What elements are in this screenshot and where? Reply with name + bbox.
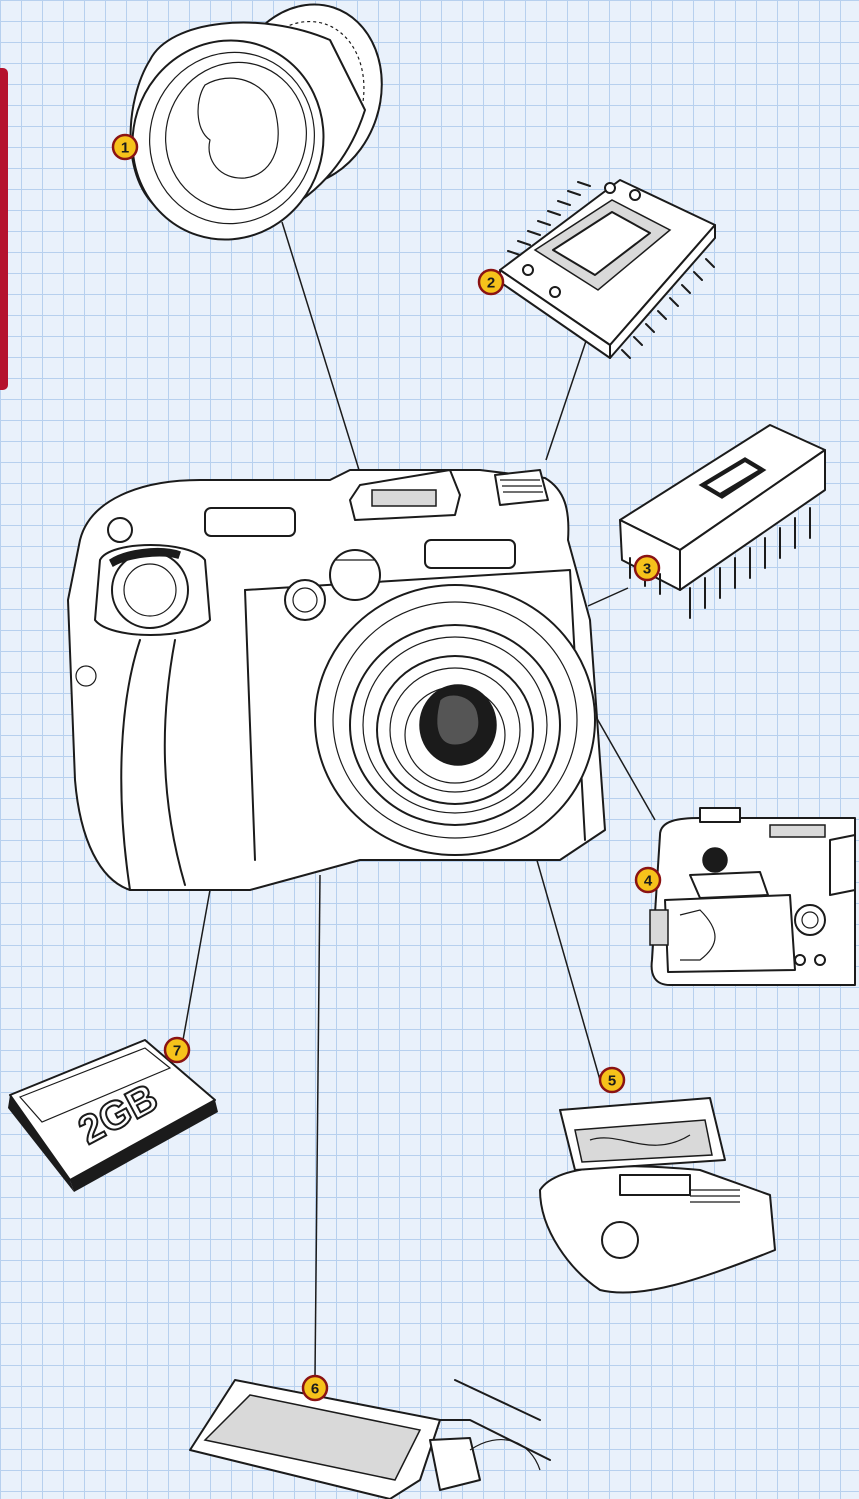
callout-3-number: 3 bbox=[643, 561, 651, 578]
image-sensor-component bbox=[500, 180, 715, 358]
memory-card-component: 2GB bbox=[8, 1040, 218, 1192]
leader-line-3 bbox=[588, 588, 628, 606]
callout-5: 5 bbox=[600, 1068, 624, 1092]
lens-component bbox=[107, 0, 405, 264]
callout-1: 1 bbox=[113, 135, 137, 159]
callout-3: 3 bbox=[635, 556, 659, 580]
leader-line-6 bbox=[315, 875, 320, 1375]
callout-7: 7 bbox=[165, 1038, 189, 1062]
camera-lens-barrel bbox=[315, 585, 595, 855]
callout-6-number: 6 bbox=[311, 1381, 319, 1398]
leader-line-7 bbox=[183, 890, 210, 1040]
callout-4: 4 bbox=[636, 868, 660, 892]
callout-7-number: 7 bbox=[173, 1043, 181, 1060]
callout-5-number: 5 bbox=[608, 1073, 616, 1090]
battery-compartment-component bbox=[650, 808, 855, 985]
callout-4-number: 4 bbox=[644, 873, 653, 890]
callout-2: 2 bbox=[479, 270, 503, 294]
callout-1-number: 1 bbox=[121, 140, 129, 157]
lcd-screen-component bbox=[190, 1380, 550, 1499]
flash-component bbox=[540, 1098, 775, 1293]
callout-2-number: 2 bbox=[487, 275, 495, 292]
callout-6: 6 bbox=[303, 1376, 327, 1400]
processor-chip-component bbox=[620, 425, 825, 618]
leader-line-2 bbox=[546, 335, 588, 460]
